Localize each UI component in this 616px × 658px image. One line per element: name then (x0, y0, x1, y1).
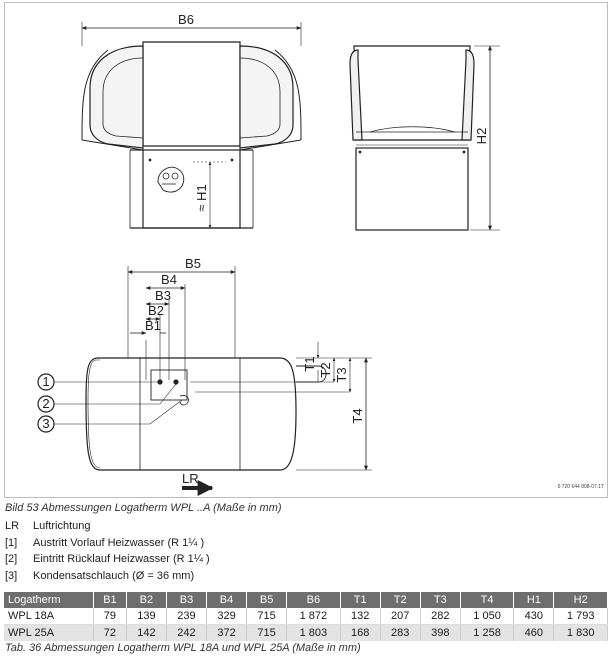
dimension-drawing: B6 ≈ H1 H2 (37, 12, 604, 496)
dimensions-table: Logatherm B1 B2 B3 B4 B5 B6 T1 T2 T3 T4 … (4, 592, 608, 641)
table-header: B2 (126, 592, 167, 608)
table-cell: 168 (340, 624, 381, 641)
top-view (37, 266, 372, 496)
legend-text: Luftrichtung (33, 520, 91, 532)
dim-t3: T3 (334, 367, 349, 382)
figure-frame (4, 2, 608, 498)
table-cell: 282 (420, 608, 461, 625)
figure-caption: Bild 53 Abmessungen Logatherm WPL ..A (M… (5, 502, 282, 514)
callout-1: 1 (42, 374, 49, 389)
table-header: B3 (166, 592, 208, 608)
legend-key: [3] (5, 569, 18, 582)
legend-key: LR (5, 520, 20, 532)
dim-b1: B1 (145, 318, 161, 333)
table-cell: 430 (513, 608, 555, 625)
legend-item: LR Luftrichtung (5, 518, 210, 535)
legend-item: [3] Kondensatschlauch (Ø = 36 mm) (5, 568, 210, 585)
table-header: H1 (513, 592, 555, 608)
table-cell: 1 050 (460, 608, 515, 625)
table-cell: 329 (206, 608, 248, 625)
table-header: B4 (206, 592, 248, 608)
dim-b3: B3 (155, 288, 171, 303)
table-cell: 1 872 (286, 608, 341, 625)
table-cell: 1 830 (553, 624, 608, 641)
table-header: T3 (420, 592, 461, 608)
legend: LR Luftrichtung [1] Austritt Vorlauf Heizw… (5, 518, 210, 584)
table-header: T4 (460, 592, 515, 608)
legend-text: Kondensatschlauch (Ø = 36 mm) (33, 569, 195, 582)
table-cell: 398 (420, 624, 461, 641)
dim-t2: T2 (318, 362, 333, 377)
table-cell: 207 (380, 608, 421, 625)
dim-b6: B6 (178, 12, 194, 27)
front-view (81, 22, 302, 229)
table-cell: 79 (93, 608, 127, 625)
dim-b5: B5 (185, 256, 201, 271)
table-cell: 460 (513, 624, 555, 641)
table-cell: 1 793 (553, 608, 608, 625)
table-cell: 715 (246, 608, 288, 625)
table-cell: 139 (126, 608, 167, 625)
table-row: WPL 18A 79 139 239 329 715 1 872 132 207… (4, 608, 608, 625)
table-cell: 283 (380, 624, 421, 641)
table-header: B1 (93, 592, 127, 608)
dim-b4: B4 (161, 272, 177, 287)
drawing-number: 6 720 644 808-07.1T (558, 484, 604, 490)
legend-text: Eintritt Rücklauf Heizwasser (R 1¼ ) (33, 553, 210, 565)
dim-h1: ≈ H1 (194, 184, 209, 211)
table-cell: 132 (340, 608, 381, 625)
dim-t4: T4 (350, 408, 365, 423)
table-cell: WPL 25A (4, 624, 94, 641)
table-cell: 372 (206, 624, 248, 641)
legend-key: [1] (5, 536, 18, 549)
table-caption: Tab. 36 Abmessungen Logatherm WPL 18A un… (5, 642, 361, 654)
table-cell: 142 (126, 624, 167, 641)
dim-t1: T1 (302, 356, 317, 371)
table-cell: WPL 18A (4, 608, 94, 625)
table-cell: 1 803 (286, 624, 341, 641)
table-header: T2 (380, 592, 421, 608)
table-cell: 239 (166, 608, 208, 625)
legend-item: [1] Austritt Vorlauf Heizwasser (R 1¼ ) (5, 535, 210, 552)
table-cell: 1 258 (460, 624, 515, 641)
callout-3: 3 (42, 416, 49, 431)
table-header: Logatherm (4, 592, 94, 608)
table-cell: 72 (93, 624, 127, 641)
table-cell: 715 (246, 624, 288, 641)
table-cell: 242 (166, 624, 208, 641)
airflow-label: LR (182, 471, 199, 486)
table-header-row: Logatherm B1 B2 B3 B4 B5 B6 T1 T2 T3 T4 … (4, 592, 608, 608)
legend-item: [2] Eintritt Rücklauf Heizwasser (R 1¼ ) (5, 551, 210, 568)
legend-text: Austritt Vorlauf Heizwasser (R 1¼ ) (33, 536, 205, 549)
dim-b2: B2 (148, 303, 164, 318)
table-header: T1 (340, 592, 381, 608)
table-header: H2 (553, 592, 608, 608)
table-header: B6 (286, 592, 341, 608)
table-header: B5 (246, 592, 288, 608)
side-view (349, 45, 500, 231)
table-row: WPL 25A 72 142 242 372 715 1 803 168 283… (4, 624, 608, 641)
callout-2: 2 (42, 396, 49, 411)
legend-key: [2] (5, 553, 18, 565)
dim-h2: H2 (474, 128, 489, 145)
